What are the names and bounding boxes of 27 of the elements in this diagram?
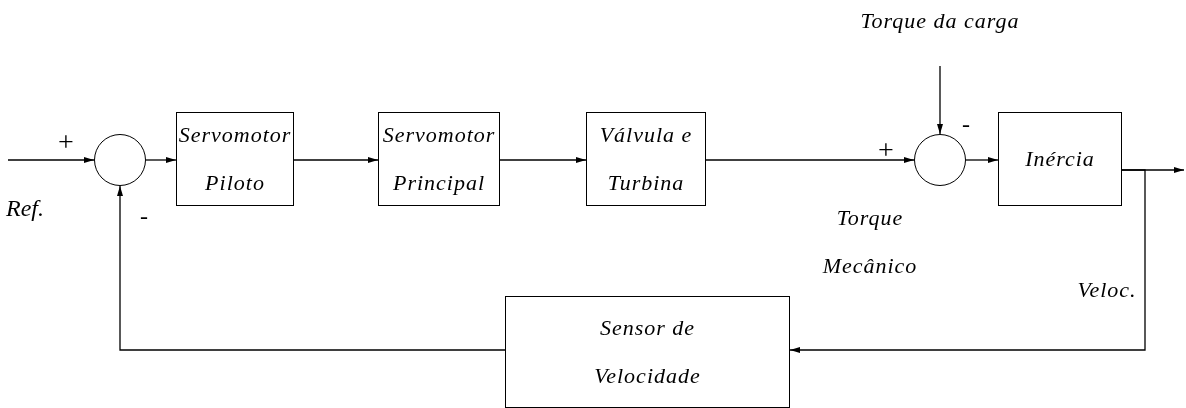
sign-label: -	[962, 112, 970, 136]
arrow	[499, 157, 587, 163]
block-label: Servomotor Piloto	[178, 121, 292, 197]
sign-label: -	[140, 204, 148, 228]
arrow	[937, 65, 943, 135]
block-box	[505, 296, 790, 408]
block-box	[586, 112, 706, 206]
arrow	[293, 157, 379, 163]
block-box	[176, 112, 294, 206]
sign-label: +	[58, 128, 74, 156]
arrow	[7, 157, 95, 163]
block-box	[378, 112, 500, 206]
arrow	[965, 157, 999, 163]
block-label: Válvula e Turbina	[598, 121, 694, 197]
summing-junction-circle	[914, 134, 966, 186]
arrow	[789, 169, 1146, 353]
block-label: Sensor de Velocidade	[593, 314, 702, 390]
block-label: Servomotor Principal	[381, 121, 497, 197]
block-box	[998, 112, 1122, 206]
arrow	[145, 157, 177, 163]
summing-junction-circle	[94, 134, 146, 186]
block-label: Inércia	[1025, 145, 1095, 173]
sign-label: +	[878, 136, 894, 164]
reference-label: Ref.	[6, 196, 44, 220]
arrow	[705, 157, 915, 163]
arrow	[117, 185, 506, 351]
input-label: Torque da carga	[860, 10, 1020, 32]
